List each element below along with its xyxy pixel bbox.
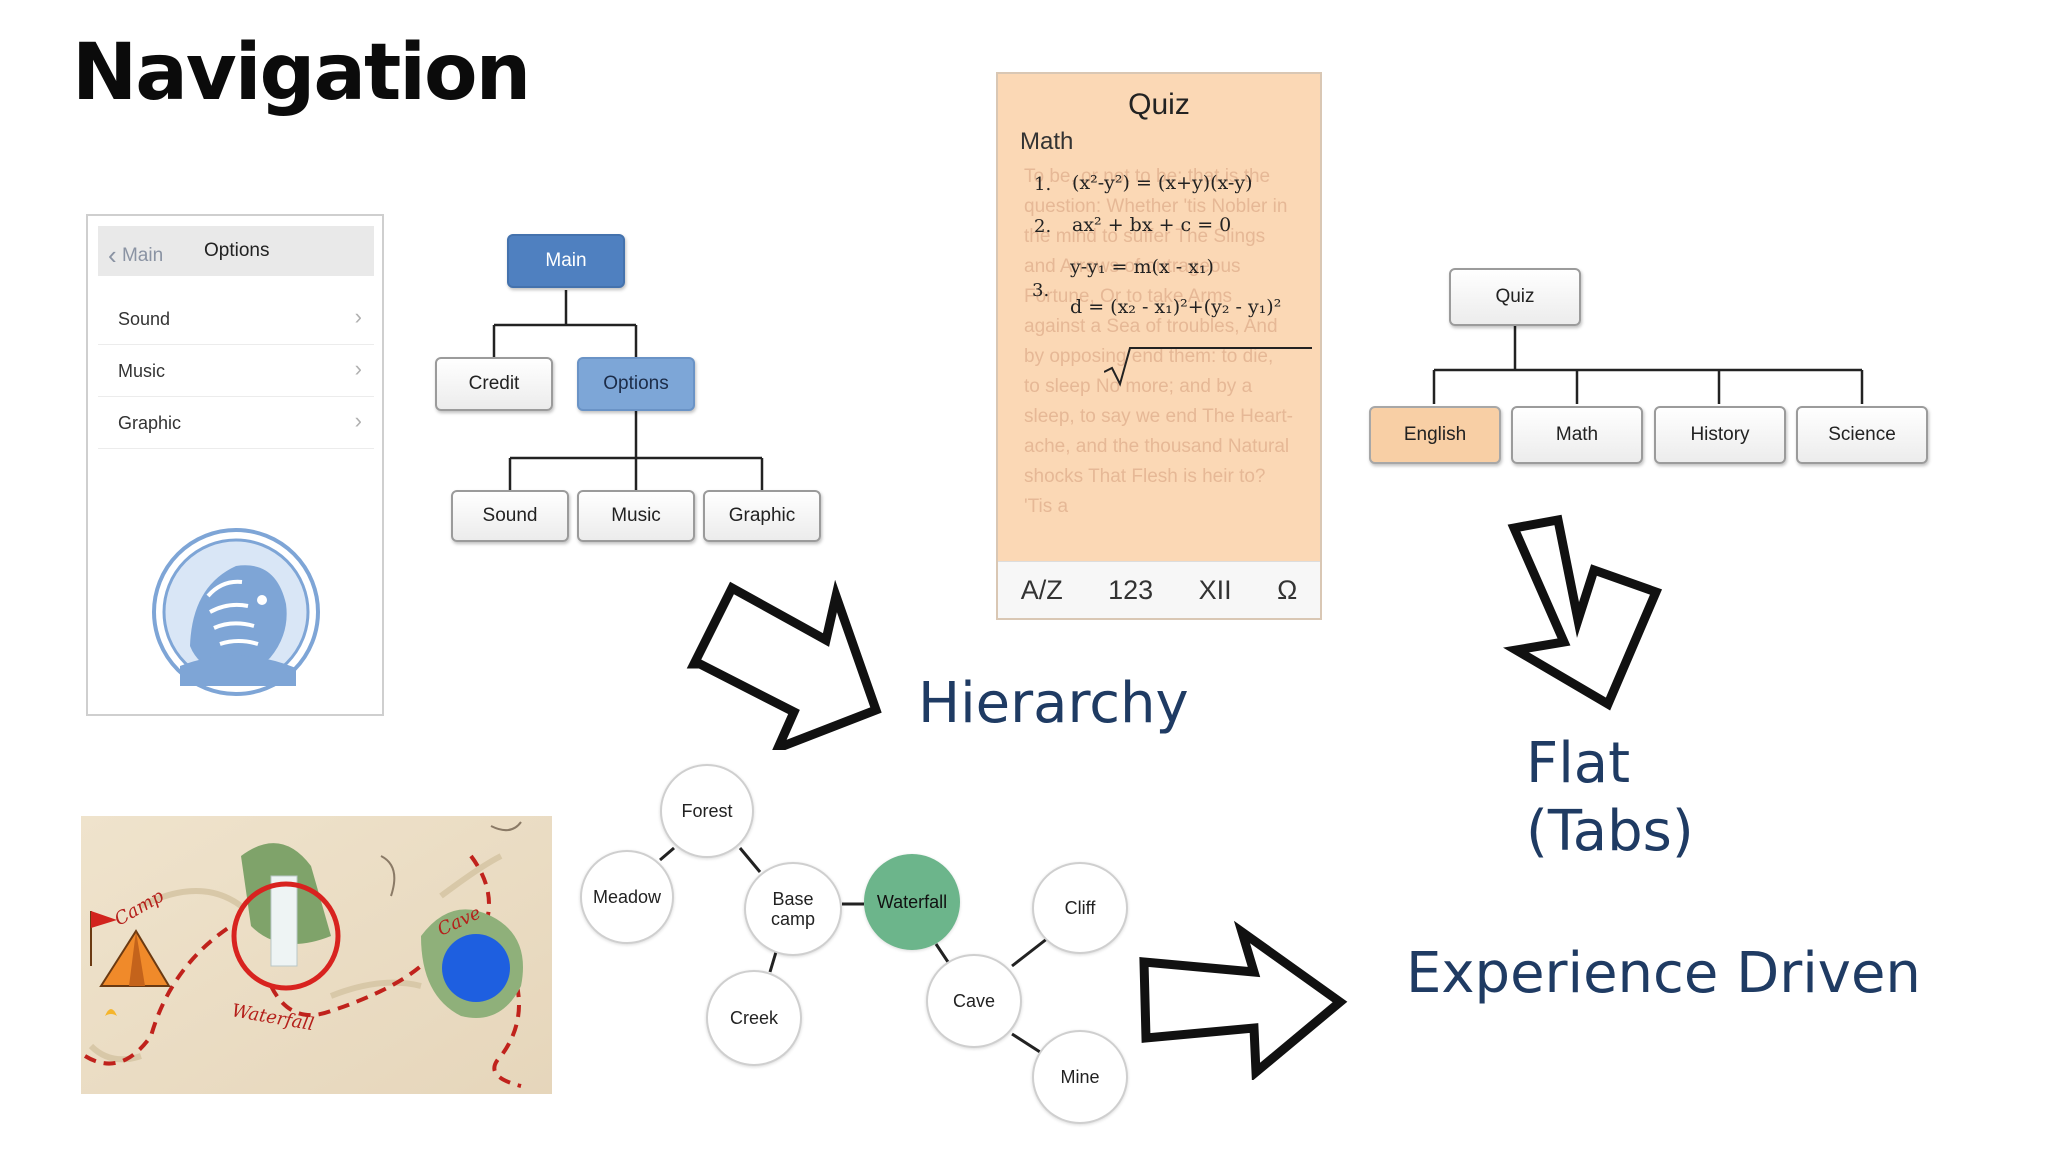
chevron-right-icon: › — [354, 356, 362, 381]
lion-head-icon — [152, 528, 320, 696]
arrow-right-down-icon — [686, 580, 882, 750]
slide-title: Navigation — [72, 28, 531, 118]
hierarchy-connectors — [492, 290, 764, 490]
square-root-icon — [1104, 347, 1312, 387]
quiz-keyboard-bar: A/Z 123 XII Ω — [998, 561, 1320, 618]
graph-node-forest: Forest — [660, 764, 754, 858]
menu-item-label: Sound — [118, 309, 171, 329]
tab-math[interactable]: Math — [1511, 406, 1643, 464]
tree-node-sound: Sound — [451, 490, 569, 542]
menu-item-graphic[interactable]: Graphic › — [98, 398, 374, 449]
equation-1: (x²-y²) = (x+y)(x-y) — [1072, 172, 1253, 194]
equation-2: ax² + bx + c = 0 — [1072, 214, 1232, 236]
flat-connectors — [1432, 324, 1864, 404]
keyboard-tab-symbols[interactable]: Ω — [1277, 574, 1298, 605]
equation-number: 2. — [1034, 216, 1052, 237]
graph-node-cave: Cave — [926, 954, 1022, 1048]
keyboard-tab-alpha[interactable]: A/Z — [1020, 574, 1063, 605]
tree-node-music: Music — [577, 490, 695, 542]
graph-node-waterfall: Waterfall — [864, 854, 960, 950]
arrow-right-icon — [1139, 920, 1348, 1080]
menu-item-music[interactable]: Music › — [98, 346, 374, 397]
tree-node-main: Main — [507, 234, 625, 288]
nav-bar-title: Options — [204, 240, 270, 261]
graph-node-creek: Creek — [706, 970, 802, 1066]
quiz-background-text: To be, or not to be: that is the questio… — [1024, 166, 1293, 517]
label-flat: Flat — [1526, 731, 1631, 796]
keyboard-tab-roman[interactable]: XII — [1198, 574, 1232, 605]
tab-english[interactable]: English — [1369, 406, 1501, 464]
menu-item-sound[interactable]: Sound › — [98, 294, 374, 345]
equation-3: y-y₁ = m(x - x₁) — [1070, 256, 1214, 278]
tab-history[interactable]: History — [1654, 406, 1786, 464]
menu-item-label: Music — [118, 361, 166, 381]
tree-node-graphic: Graphic — [703, 490, 821, 542]
arrow-down-icon — [1503, 514, 1663, 711]
graph-node-cliff: Cliff — [1032, 862, 1128, 954]
equation-4: d = (x₂ - x₁)²+(y₂ - y₁)² — [1070, 296, 1282, 318]
tree-node-credit: Credit — [435, 357, 553, 411]
label-hierarchy: Hierarchy — [918, 671, 1189, 736]
keyboard-tab-numbers[interactable]: 123 — [1108, 574, 1154, 605]
phone-nav-bar: ‹ Main Options — [98, 226, 374, 276]
graph-node-mine: Mine — [1032, 1030, 1128, 1124]
flat-node-quiz: Quiz — [1449, 268, 1581, 326]
tab-science[interactable]: Science — [1796, 406, 1928, 464]
chevron-left-icon: ‹ — [108, 240, 117, 270]
graph-node-meadow: Meadow — [580, 850, 674, 944]
tree-node-options: Options — [577, 357, 695, 411]
quiz-card-title: Quiz — [1128, 88, 1190, 121]
adventure-map-image: Camp Waterfall Cave — [81, 816, 552, 1094]
phone-settings-mockup: ‹ Main Options Sound › Music › Graphic › — [86, 214, 384, 716]
chevron-right-icon: › — [354, 408, 362, 433]
label-experience-driven: Experience Driven — [1406, 941, 1921, 1006]
quiz-card-subject: Math — [1020, 128, 1074, 155]
menu-item-label: Graphic — [118, 413, 182, 433]
equation-number: 3. — [1032, 280, 1050, 301]
chevron-right-icon: › — [354, 304, 362, 329]
equation-number: 1. — [1034, 174, 1052, 195]
quiz-card: Quiz Math To be, or not to be: that is t… — [996, 72, 1322, 620]
graph-node-base-camp: Base camp — [744, 862, 842, 956]
label-tabs: (Tabs) — [1526, 799, 1694, 864]
back-button-label: Main — [121, 245, 164, 266]
back-button[interactable]: ‹ Main — [108, 240, 163, 271]
